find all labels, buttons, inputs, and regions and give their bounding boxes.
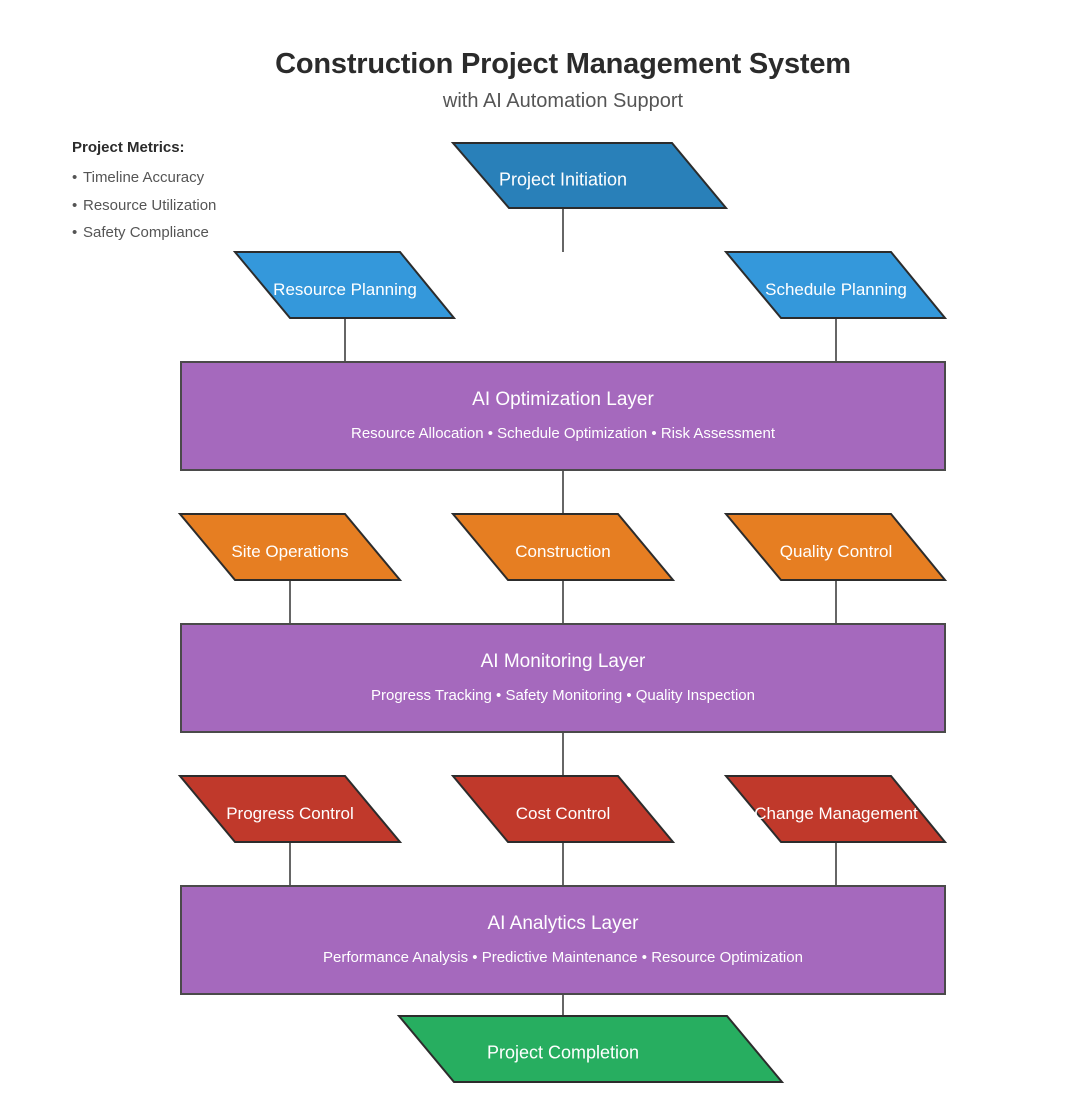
node-schedule-planning[interactable]	[723, 251, 948, 319]
node-change-management[interactable]	[723, 775, 948, 843]
label-project-initiation: Project Initiation	[498, 169, 628, 190]
label-progress-control: Progress Control	[226, 804, 354, 823]
metric-item: • Timeline Accuracy	[72, 164, 216, 192]
diagram-title: Construction Project Management System	[275, 48, 851, 80]
label-project-completion: Project Completion	[486, 1042, 640, 1063]
layer-title: AI Monitoring Layer	[480, 651, 646, 672]
metric-item: • Resource Utilization	[72, 192, 216, 220]
ai-optimization-layer[interactable]: AI Optimization Layer Resource Allocatio…	[180, 361, 946, 471]
bullet-icon: •	[72, 224, 78, 241]
bullet-icon: •	[72, 196, 78, 214]
metric-label: Safety Compliance	[83, 224, 209, 241]
metric-label: Resource Utilization	[83, 196, 217, 214]
label-resource-planning: Resource Planning	[273, 280, 417, 299]
bullet-icon: •	[72, 169, 78, 186]
node-resource-planning[interactable]	[232, 251, 457, 319]
layer-capabilities: Resource Allocation • Schedule Optimizat…	[350, 425, 776, 442]
node-quality-control[interactable]	[723, 513, 948, 581]
label-quality-control: Quality Control	[779, 542, 893, 561]
label-construction: Construction	[515, 542, 611, 561]
node-project-initiation[interactable]	[450, 142, 729, 209]
ai-monitoring-layer[interactable]: AI Monitoring Layer Progress Tracking • …	[180, 623, 946, 733]
label-schedule-planning: Schedule Planning	[765, 280, 907, 299]
layer-title: AI Optimization Layer	[472, 389, 654, 410]
layer-capabilities: Progress Tracking • Safety Monitoring • …	[370, 687, 755, 704]
ai-analytics-layer[interactable]: AI Analytics Layer Performance Analysis …	[180, 885, 946, 995]
node-site-operations[interactable]	[177, 513, 403, 581]
node-construction[interactable]	[450, 513, 676, 581]
label-site-operations: Site Operations	[231, 542, 349, 561]
node-cost-control[interactable]	[450, 775, 676, 843]
connectors	[289, 208, 837, 1016]
project-metrics-legend: Project Metrics: • Timeline Accuracy • Res…	[72, 139, 216, 247]
node-progress-control[interactable]	[177, 775, 403, 843]
label-change-management: Change Management	[754, 804, 918, 823]
layer-title: AI Analytics Layer	[487, 913, 639, 934]
diagram-subtitle: with AI Automation Support	[442, 90, 684, 112]
metrics-heading: Project Metrics:	[72, 139, 185, 156]
metric-item: • Safety Compliance	[72, 219, 216, 247]
layer-capabilities: Performance Analysis • Predictive Mainte…	[323, 949, 803, 966]
node-project-completion[interactable]	[396, 1015, 785, 1083]
metric-label: Timeline Accuracy	[83, 169, 205, 186]
label-cost-control: Cost Control	[515, 804, 611, 823]
